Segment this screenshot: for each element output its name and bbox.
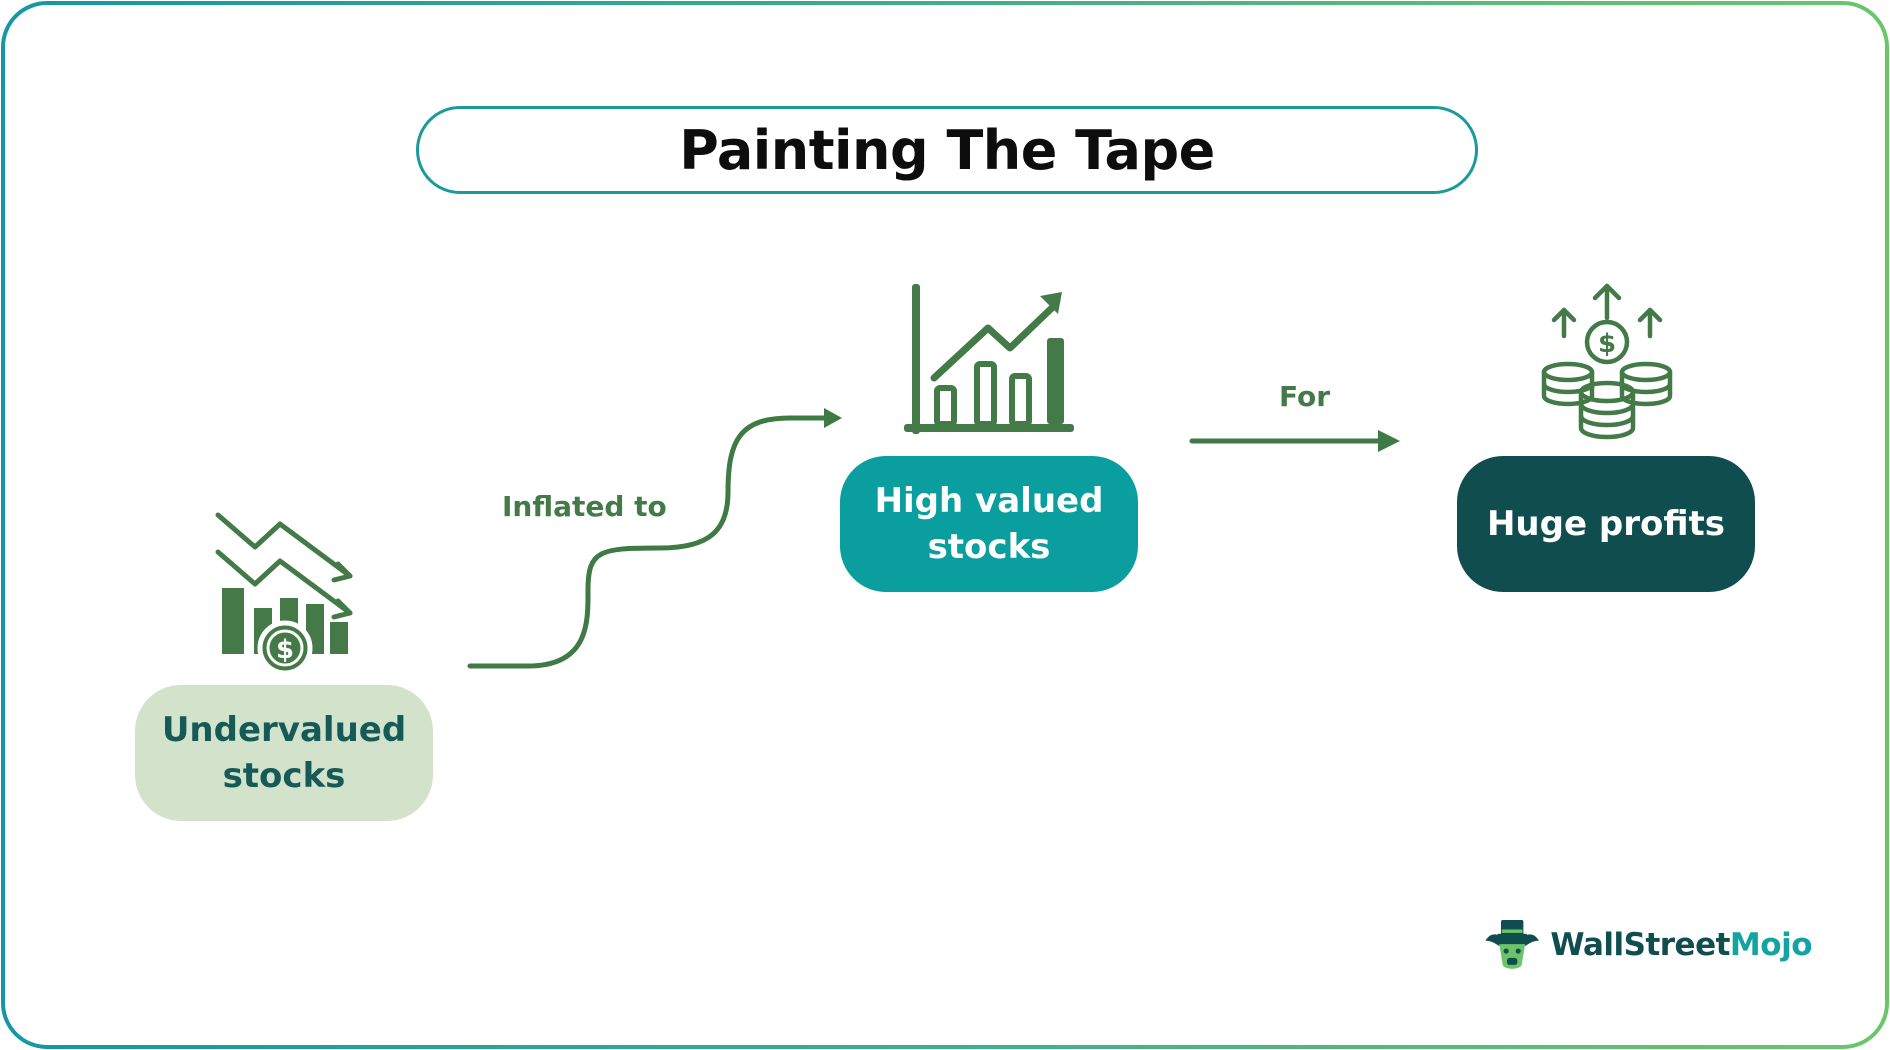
svg-text:$: $ <box>276 635 294 665</box>
inflated-to-label: Inflated to <box>502 490 667 523</box>
high-valued-stocks-box: High valued stocks <box>840 456 1138 592</box>
bull-mascot-icon <box>1485 919 1539 969</box>
chart-up-arrow-icon <box>904 284 1074 434</box>
high-valued-line1: High valued <box>874 481 1104 521</box>
inflated-arrow <box>467 408 842 669</box>
title-pill: Painting The Tape <box>416 106 1478 194</box>
undervalued-stocks-box: Undervalued stocks <box>135 685 433 821</box>
high-valued-line2: stocks <box>927 527 1051 567</box>
chart-down-dollar-icon: $ <box>215 512 353 675</box>
page-title: Painting The Tape <box>679 118 1215 182</box>
logo-text-wallstreet: WallStreet <box>1550 927 1730 963</box>
undervalued-line2: stocks <box>222 756 346 796</box>
huge-profits-label: Huge profits <box>1486 504 1726 544</box>
for-arrow <box>1189 430 1400 452</box>
wallstreetmojo-logo: WallStreetMojo <box>1482 910 1813 980</box>
svg-text:$: $ <box>1598 329 1616 359</box>
for-label: For <box>1279 380 1331 413</box>
undervalued-line1: Undervalued <box>161 710 407 750</box>
logo-text-mojo: Mojo <box>1729 927 1813 963</box>
coins-up-arrows-icon: $ <box>1541 283 1673 440</box>
huge-profits-box: Huge profits <box>1457 456 1755 592</box>
